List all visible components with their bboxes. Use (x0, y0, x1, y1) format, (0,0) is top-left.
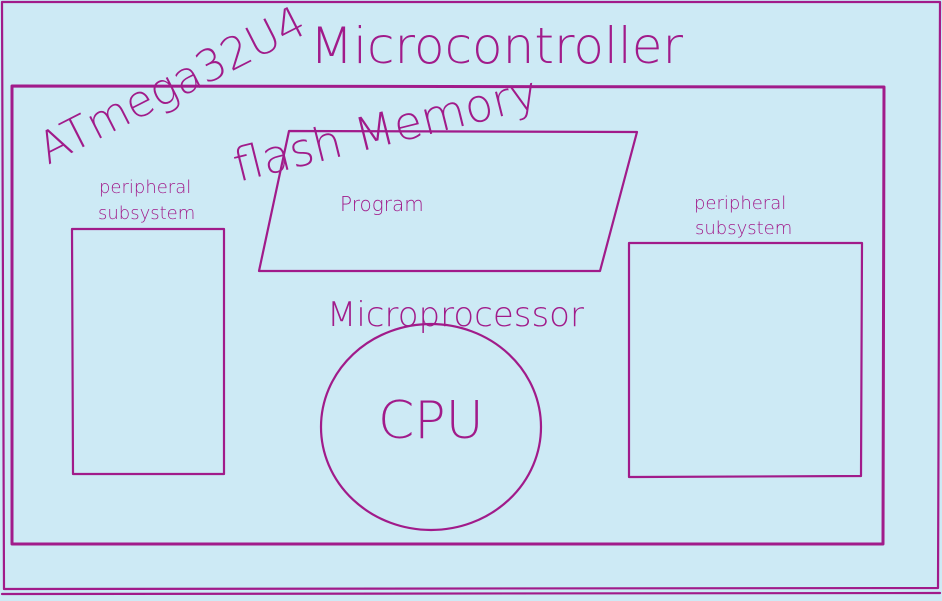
microprocessor-label: Microprocessor (327, 295, 584, 335)
peripheral-right-line2: subsystem (695, 218, 792, 239)
peripheral-subsystem-right-box (627, 241, 864, 479)
cpu-circle (319, 322, 543, 532)
page-bottom-edge (0, 591, 942, 596)
peripheral-right-line1: peripheral (694, 193, 786, 214)
peripheral-left-line2: subsystem (98, 203, 195, 224)
microcontroller-title: Microcontroller (310, 17, 684, 75)
flash-memory-label: flash Memory (228, 65, 544, 193)
program-label: Program (340, 192, 424, 216)
peripheral-left-line1: peripheral (99, 177, 191, 198)
microcontroller-boundary (10, 84, 886, 546)
flash-memory-shape (257, 129, 639, 273)
cpu-label: CPU (378, 391, 484, 451)
peripheral-subsystem-left-box (70, 227, 226, 476)
